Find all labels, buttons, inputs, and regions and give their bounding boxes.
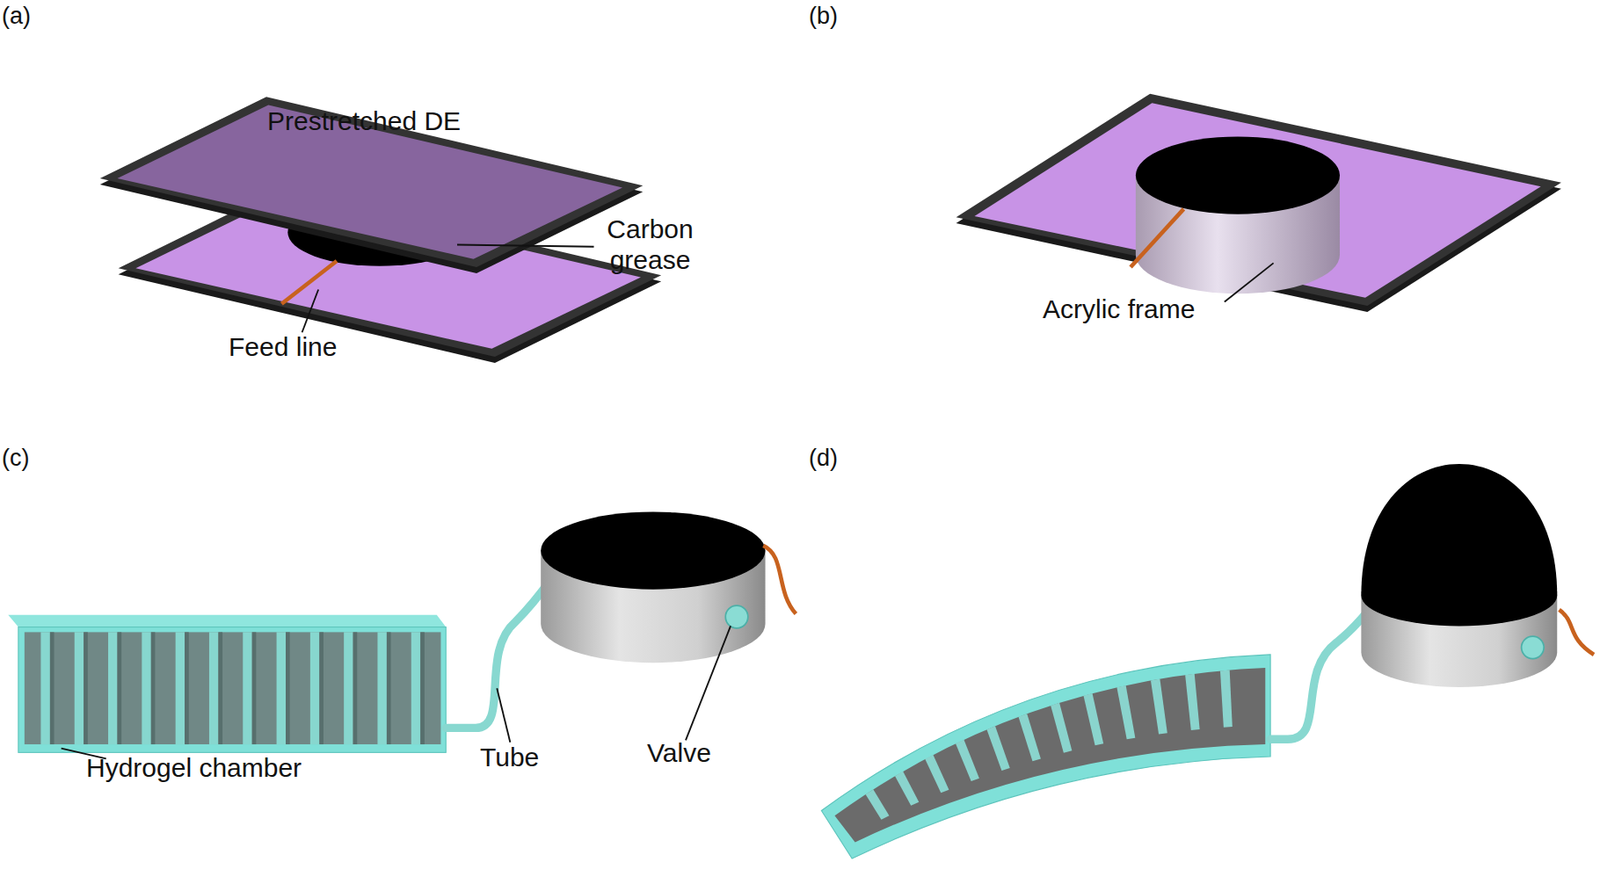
chamber-wall — [1018, 713, 1041, 762]
part-label: Valve — [647, 738, 712, 770]
panel-label: (d) — [808, 444, 838, 473]
chamber-wall — [1050, 703, 1072, 754]
leader-line — [496, 688, 510, 742]
panel-label: (a) — [1, 2, 31, 30]
actuator-inflated — [1360, 464, 1557, 688]
feed-line — [281, 261, 337, 305]
bent-hydrogel-chamber — [821, 654, 1271, 859]
acrylic-frame — [1135, 136, 1340, 294]
part-label: Prestretched DE — [267, 106, 461, 138]
panel-label: (c) — [1, 444, 30, 473]
top-de-frame — [100, 96, 644, 274]
tube — [1270, 611, 1368, 740]
chamber-wall — [1185, 674, 1200, 731]
chamber-wall — [924, 755, 949, 793]
feed-line — [1559, 610, 1594, 655]
part-label: Hydrogel chamber — [86, 753, 302, 785]
hydrogel-chamber — [7, 615, 446, 754]
chamber-wall — [1150, 679, 1168, 735]
part-label: Feed line — [228, 332, 337, 364]
chamber-wall — [986, 726, 1010, 771]
panel-label: (b) — [808, 2, 838, 30]
chamber-wall — [865, 789, 890, 820]
feed-line — [1130, 209, 1184, 268]
feed-line — [763, 545, 796, 615]
tube — [445, 579, 552, 728]
part-label: Carbon grease — [595, 214, 706, 276]
de-frame — [956, 94, 1562, 313]
chamber-wall — [1083, 693, 1104, 746]
leader-line — [685, 625, 731, 741]
chamber-wall — [1220, 670, 1233, 728]
leader-line — [457, 244, 595, 247]
part-label: Tube — [480, 742, 539, 774]
valve — [1521, 636, 1545, 660]
leader-line — [302, 290, 320, 334]
chamber-wall — [1116, 685, 1135, 740]
chamber-wall — [955, 740, 980, 782]
part-label: Acrylic frame — [1042, 294, 1195, 326]
actuator — [540, 511, 765, 663]
leader-line — [1224, 262, 1274, 302]
chamber-wall — [894, 771, 919, 807]
valve — [725, 605, 749, 629]
